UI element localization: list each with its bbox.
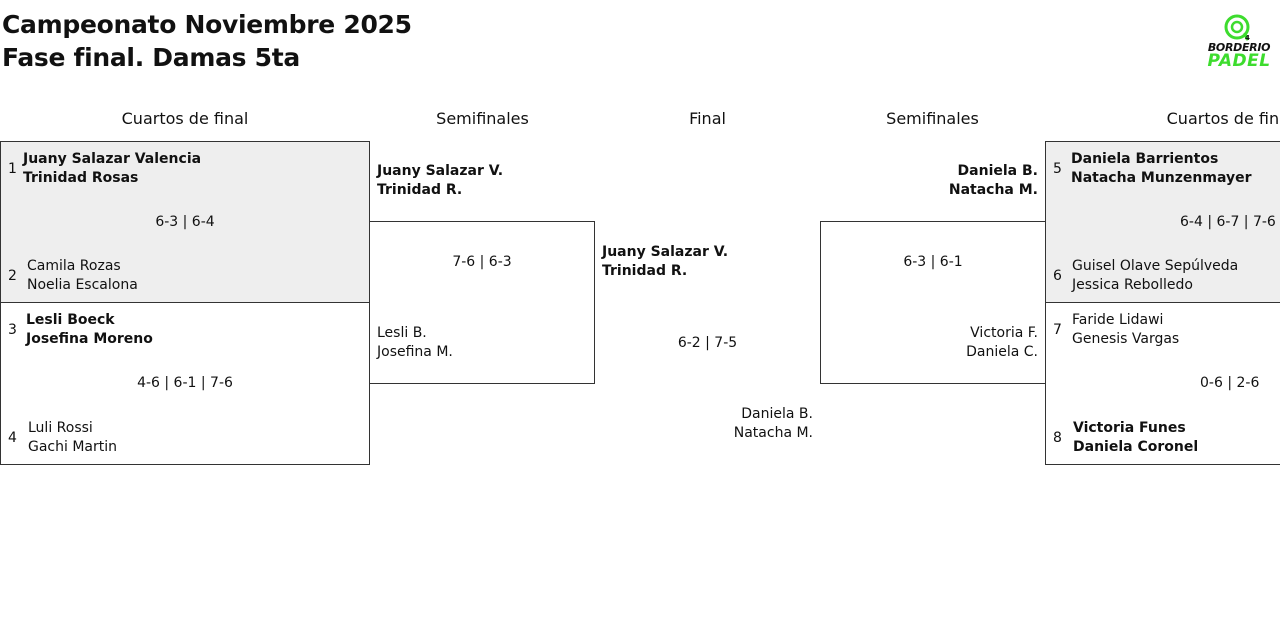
final-score: 6-2 | 7-5: [677, 335, 738, 351]
player-name: Daniela B.: [741, 406, 813, 422]
padel-racket-logo-icon: 4: [1224, 14, 1250, 42]
match-qf-2: 3 Lesli Boeck Josefina Moreno 4-6 | 6-1 …: [0, 302, 370, 465]
match-sf-right: 6-3 | 6-1 Victoria F. Daniela C.: [820, 221, 1046, 384]
seed-label: 5: [1053, 161, 1062, 177]
player-name: Genesis Vargas: [1072, 331, 1180, 347]
player-name: Trinidad R.: [377, 182, 463, 198]
title-line-1: Campeonato Noviembre 2025: [2, 10, 412, 39]
team-loser: Luli Rossi Gachi Martin: [28, 419, 117, 457]
player-name: Lesli Boeck: [26, 312, 115, 328]
seed-label: 4: [8, 430, 17, 446]
player-name: Daniela Barrientos: [1071, 151, 1219, 167]
match-score: 6-3 | 6-1: [903, 254, 963, 270]
match-sf-left: 7-6 | 6-3 Lesli B. Josefina M.: [369, 221, 595, 384]
final-team-top: Juany Salazar V. Trinidad R.: [602, 243, 728, 281]
svg-text:4: 4: [1245, 34, 1250, 42]
match-qf-3: 5 Daniela Barrientos Natacha Munzenmayer…: [1045, 141, 1280, 303]
team-winner: Daniela Barrientos Natacha Munzenmayer: [1071, 150, 1252, 188]
player-name: Daniela Coronel: [1073, 439, 1199, 455]
team-winner: Lesli Boeck Josefina Moreno: [26, 311, 153, 349]
logo-top-text: BORDERIO: [1207, 41, 1271, 54]
team-winner: Victoria Funes Daniela Coronel: [1073, 419, 1198, 457]
seed-label: 8: [1053, 430, 1062, 446]
sf-left-team-top: Juany Salazar V. Trinidad R.: [377, 162, 503, 200]
seed-label: 2: [8, 268, 17, 284]
player-name: Josefina Moreno: [26, 331, 153, 347]
round-header-qf-left: Cuartos de final: [121, 109, 249, 128]
round-header-final: Final: [689, 109, 726, 128]
sf-right-team-top: Daniela B. Natacha M.: [820, 162, 1038, 200]
match-score: 6-4 | 6-7 | 7-6: [1180, 214, 1276, 230]
player-name: Daniela B.: [957, 163, 1038, 179]
player-name: Natacha M.: [948, 182, 1038, 198]
title-line-2: Fase final. Damas 5ta: [2, 43, 300, 72]
player-name: Noelia Escalona: [27, 277, 138, 293]
player-name: Natacha Munzenmayer: [1071, 170, 1252, 186]
player-name: Natacha M.: [733, 425, 813, 441]
team-winner: Juany Salazar Valencia Trinidad Rosas: [23, 150, 201, 188]
match-qf-1: 1 Juany Salazar Valencia Trinidad Rosas …: [0, 141, 370, 303]
page-title: Campeonato Noviembre 2025 Fase final. Da…: [2, 8, 412, 74]
player-name: Daniela C.: [966, 344, 1038, 360]
player-name: Juany Salazar V.: [377, 163, 504, 179]
team-loser: Faride Lidawi Genesis Vargas: [1072, 311, 1179, 349]
match-score: 6-3 | 6-4: [155, 214, 215, 230]
player-name: Juany Salazar V.: [602, 244, 729, 260]
player-name: Victoria Funes: [1073, 420, 1186, 436]
player-name: Victoria F.: [970, 325, 1038, 341]
round-header-sf-left: Semifinales: [436, 109, 529, 128]
team-loser: Guisel Olave Sepúlveda Jessica Rebolledo: [1072, 257, 1238, 295]
player-name: Gachi Martin: [28, 439, 118, 455]
team-loser: Camila Rozas Noelia Escalona: [27, 257, 138, 295]
match-qf-4: 7 Faride Lidawi Genesis Vargas 0-6 | 2-6…: [1045, 302, 1280, 465]
seed-label: 3: [8, 322, 17, 338]
final-team-bottom: Daniela B. Natacha M.: [595, 405, 813, 443]
player-name: Guisel Olave Sepúlveda: [1072, 258, 1239, 274]
player-name: Camila Rozas: [27, 258, 121, 274]
seed-label: 6: [1053, 268, 1062, 284]
logo-bottom-text: PADEL: [1207, 51, 1271, 71]
player-name: Trinidad R.: [602, 263, 688, 279]
player-name: Jessica Rebolledo: [1072, 277, 1193, 293]
sf-left-team-bottom: Lesli B. Josefina M.: [377, 324, 453, 362]
match-score: 7-6 | 6-3: [452, 254, 512, 270]
player-name: Josefina M.: [377, 344, 453, 360]
player-name: Faride Lidawi: [1072, 312, 1164, 328]
match-score: 0-6 | 2-6: [1200, 375, 1260, 391]
seed-label: 7: [1053, 322, 1062, 338]
player-name: Luli Rossi: [28, 420, 93, 436]
round-header-qf-right: Cuartos de final: [1166, 109, 1280, 128]
sf-right-team-bottom: Victoria F. Daniela C.: [821, 324, 1038, 362]
player-name: Lesli B.: [377, 325, 427, 341]
player-name: Juany Salazar Valencia: [23, 151, 202, 167]
match-score: 4-6 | 6-1 | 7-6: [137, 375, 233, 391]
round-header-sf-right: Semifinales: [886, 109, 979, 128]
seed-label: 1: [8, 161, 17, 177]
player-name: Trinidad Rosas: [23, 170, 139, 186]
